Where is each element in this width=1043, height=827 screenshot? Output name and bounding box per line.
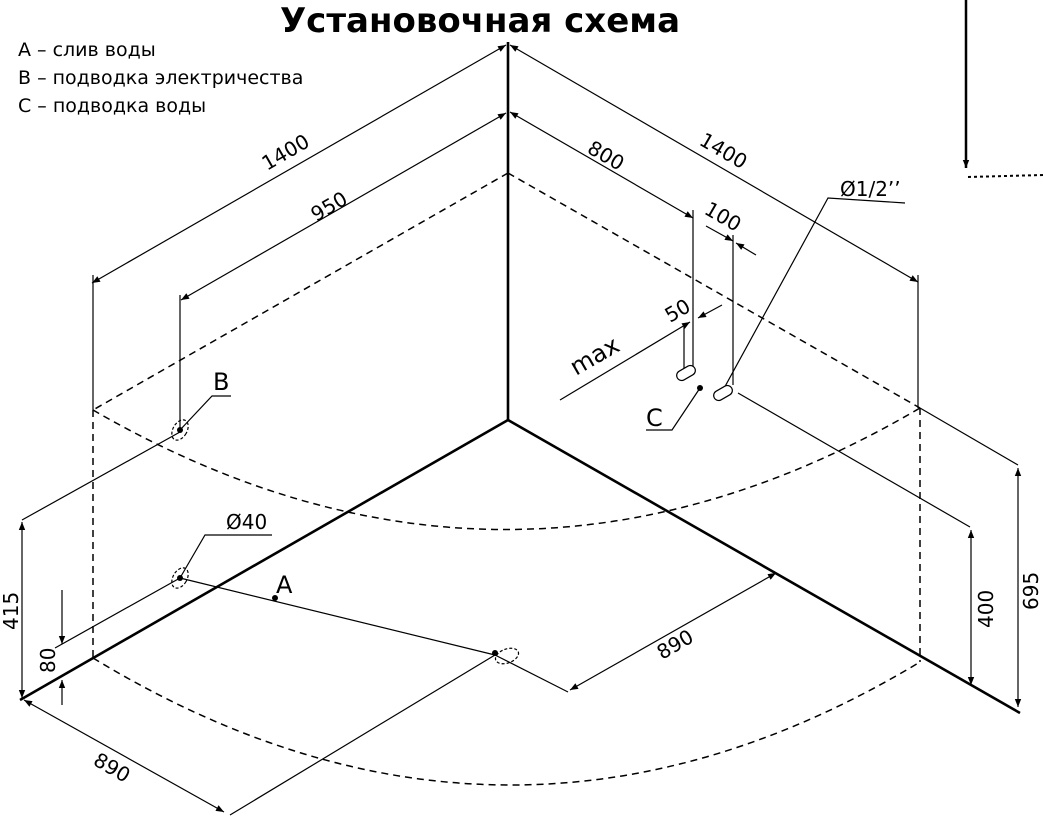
dim-left-wall-electric: 950	[307, 186, 352, 226]
label-water: C	[646, 404, 663, 432]
tub-rim-left	[92, 172, 509, 411]
water-pipe-left-icon	[676, 364, 696, 382]
dim-bottom-right-floor: 890	[653, 624, 698, 664]
water-pipe-right-icon	[713, 384, 733, 402]
dim-pipe-diameter: Ø1/2’’	[840, 177, 901, 201]
connection-points	[171, 364, 733, 665]
dim-rim-height: 695	[1019, 572, 1043, 610]
floor-left-edge	[19, 418, 509, 702]
label-max: max	[565, 331, 624, 381]
tub-rim-arc	[92, 407, 921, 531]
dim-water-spacing: 100	[701, 197, 746, 237]
bathtub-outline	[92, 172, 921, 786]
electric-marker-icon	[171, 419, 189, 441]
drain-outlet-icon	[171, 567, 189, 589]
electric-point	[177, 427, 183, 433]
top-right-arrow	[962, 0, 1043, 178]
label-electric: B	[213, 368, 229, 396]
water-point	[697, 385, 703, 391]
room-edges	[19, 42, 1021, 715]
drain-end-icon	[494, 647, 520, 665]
floor-right-edge	[507, 418, 1021, 715]
dim-right-wall-water: 800	[584, 136, 629, 176]
drain-outlet-point	[177, 575, 183, 581]
dim-left-wall-outer: 1400	[258, 129, 314, 175]
dimension-lines	[18, 44, 1022, 816]
tub-bottom-arc	[92, 657, 921, 786]
dim-right-wall-outer: 1400	[696, 128, 752, 174]
dim-electric-height: 415	[0, 592, 23, 630]
diagram-labels: B A C max 1400 950 1400 800 100 50 Ø1/2’…	[0, 128, 1043, 788]
drain-midpoint	[272, 595, 278, 601]
page-title: Установочная схема	[279, 1, 681, 41]
dim-drain-height: 80	[36, 648, 60, 673]
dim-drain-diameter: Ø40	[226, 510, 267, 534]
dim-bottom-left-floor: 890	[90, 748, 135, 788]
dim-water-height: 400	[974, 590, 998, 628]
label-drain: A	[276, 571, 293, 599]
